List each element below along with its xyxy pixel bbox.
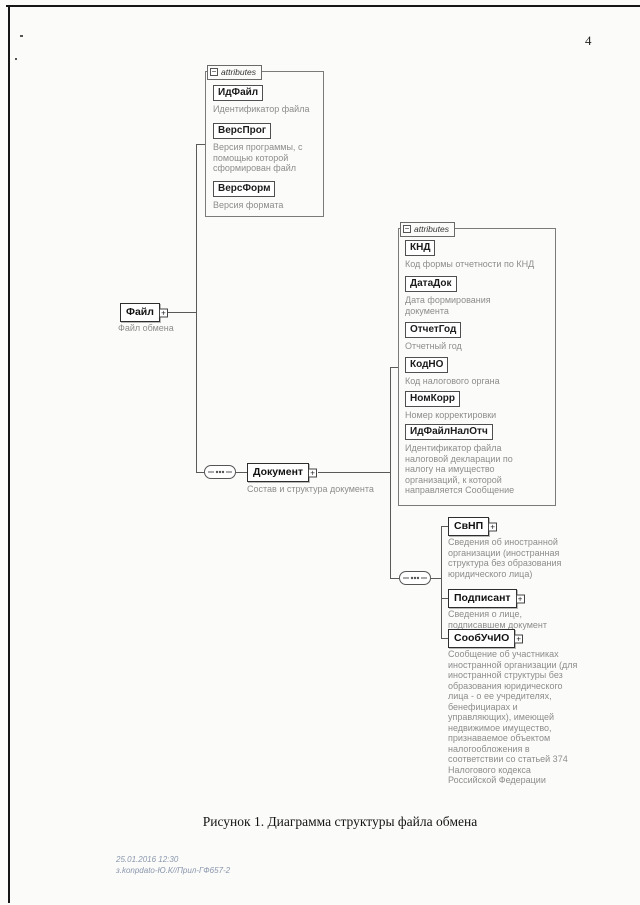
element-document-label: Документ [253,466,304,478]
attribute-versform-label: ВерсФорм [218,183,271,194]
attribute-otchetgod[interactable]: ОтчетГод [405,322,462,338]
attribute-kodno-caption: Код налогового органа [405,376,500,386]
expand-icon[interactable]: + [308,468,318,477]
sequence-icon [399,571,431,590]
sequence-icon [204,465,236,484]
element-document-caption: Состав и структура документа [247,484,374,494]
attribute-datadok-caption: Дата формирования документа [405,295,491,316]
connector-line [390,578,399,579]
attribute-idfile[interactable]: ИдФайл [213,85,264,101]
element-podpisant-label: Подписант [454,592,511,604]
attribute-otchetgod-label: ОтчетГод [410,324,457,335]
connector-line [318,472,390,473]
element-svnp-label: СвНП [454,520,484,532]
connector-line [431,578,441,579]
attribute-idfilenalotch-caption: Идентификатор файла налоговой декларации… [405,443,515,495]
element-soobuchio[interactable]: СообУчИО + [448,629,524,648]
attributes-label: attributes [414,224,449,234]
expand-icon[interactable]: + [514,634,524,643]
element-soobuchio-caption: Сообщение об участниках иностранной орга… [448,649,578,785]
attribute-nomkorr-caption: Номер корректировки [405,410,497,420]
connector-line [390,367,398,368]
expand-icon[interactable]: + [158,308,168,317]
attribute-knd[interactable]: КНД [405,240,436,256]
connector-line [441,526,448,527]
attribute-versprog-caption: Версия программы, с помощью которой сфор… [213,142,303,173]
connector-line [441,638,448,639]
collapse-icon[interactable]: − [403,224,411,234]
attribute-versform-caption: Версия формата [213,200,284,210]
attribute-datadok-label: ДатаДок [410,278,452,289]
element-soobuchio-label: СообУчИО [454,632,510,644]
attribute-versprog[interactable]: ВерсПрог [213,123,272,139]
connector-line [196,144,197,473]
attribute-nomkorr-label: НомКорр [410,393,456,404]
connector-line [168,312,197,313]
element-svnp[interactable]: СвНП + [448,517,498,536]
attribute-knd-label: КНД [410,242,431,253]
footer-timestamp: 25.01.2016 12:30 [116,855,179,864]
element-file-label: Файл [126,306,154,318]
expand-icon[interactable]: + [515,594,525,603]
attribute-kodno[interactable]: КодНО [405,357,449,373]
connector-line [236,472,247,473]
element-podpisant-caption: Сведения о лице, подписавшем документ [448,609,548,630]
attribute-nomkorr[interactable]: НомКорр [405,391,461,407]
attributes-label: attributes [221,67,256,77]
attribute-versprog-label: ВерсПрог [218,125,267,136]
attribute-idfilenalotch-label: ИдФайлНалОтч [410,426,488,437]
collapse-icon[interactable]: − [210,67,218,77]
attribute-datadok[interactable]: ДатаДок [405,276,457,292]
connector-line [196,144,205,145]
connector-line [441,526,442,639]
connector-line [441,598,448,599]
connector-line [390,367,391,579]
scan-edge-left [8,5,10,903]
element-svnp-caption: Сведения об иностранной организации (ино… [448,537,562,579]
attribute-idfilenalotch[interactable]: ИдФайлНалОтч [405,424,493,440]
page-number: 4 [585,33,592,48]
file-attributes-frame [205,71,324,217]
footer-path: з.konpdato-Ю.К//Прил-ГФ657-2 [116,866,231,875]
attributes-tag: − attributes [400,222,455,237]
scan-edge-top [6,5,640,7]
element-document[interactable]: Документ + [247,463,318,482]
figure-caption: Рисунок 1. Диаграмма структуры файла обм… [202,814,478,829]
element-file-caption: Файл обмена [118,323,174,333]
attribute-kodno-label: КодНО [410,359,444,370]
attribute-idfile-caption: Идентификатор файла [213,104,310,114]
document-attributes-frame [398,228,556,506]
connector-line [196,472,204,473]
expand-icon[interactable]: + [488,522,498,531]
scan-artifact [20,35,23,37]
attribute-versform[interactable]: ВерсФорм [213,181,276,197]
attribute-idfile-label: ИдФайл [218,87,259,98]
scan-artifact [15,58,17,60]
attributes-tag: − attributes [207,65,262,80]
attribute-knd-caption: Код формы отчетности по КНД [405,259,535,269]
attribute-otchetgod-caption: Отчетный год [405,341,462,351]
element-podpisant[interactable]: Подписант + [448,589,525,608]
element-file[interactable]: Файл + [120,303,168,322]
